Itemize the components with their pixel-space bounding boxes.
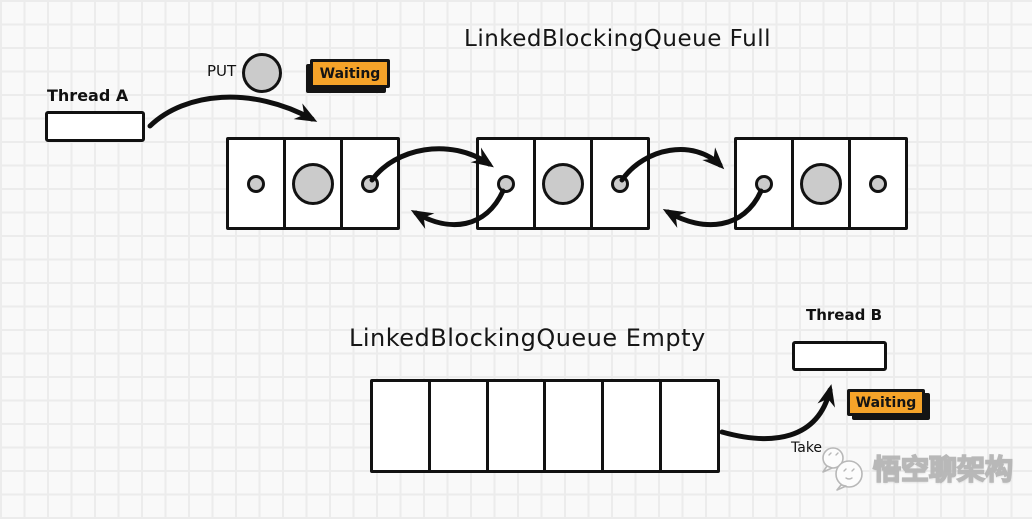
- put-arrow: [147, 94, 318, 129]
- prev-pointer-dot: [755, 174, 773, 193]
- waiting-badge-top-label: Waiting: [319, 65, 381, 82]
- node3-element-cell: [794, 140, 851, 227]
- element-circle: [542, 162, 584, 205]
- empty-slot-5: [604, 382, 663, 470]
- watermark: 悟空聊架构: [818, 445, 1014, 491]
- waiting-badge-bottom-label: Waiting: [855, 394, 917, 411]
- prev-pointer-dot: [247, 174, 265, 193]
- node2-element-cell: [536, 140, 593, 227]
- thread-b-box: [792, 341, 887, 371]
- take-arrow: [719, 384, 836, 442]
- node3-prev-cell: [737, 140, 794, 227]
- take-label: Take: [791, 440, 823, 456]
- element-circle: [292, 162, 334, 205]
- queue-node-2: [476, 137, 650, 230]
- wechat-chat-bubbles-icon: [822, 447, 863, 491]
- watermark-text: 悟空聊架构: [872, 452, 1014, 487]
- title-empty: LinkedBlockingQueue Empty: [349, 324, 706, 352]
- empty-slot-1: [373, 382, 431, 470]
- node3-next-cell: [851, 140, 905, 227]
- empty-queue: [370, 379, 720, 473]
- empty-slot-4: [546, 382, 605, 470]
- waiting-badge-bottom: Waiting: [847, 389, 925, 416]
- element-circle: [800, 162, 842, 205]
- put-element-circle: [242, 53, 282, 93]
- empty-slot-6: [662, 382, 717, 470]
- node2-prev-cell: [479, 140, 536, 227]
- title-full: LinkedBlockingQueue Full: [464, 26, 772, 52]
- next-pointer-dot: [611, 174, 629, 193]
- node1-prev-cell: [229, 140, 286, 227]
- node1-next-cell: [343, 140, 397, 227]
- thread-a-box: [45, 111, 145, 142]
- next-pointer-dot: [361, 174, 379, 193]
- waiting-badge-top: Waiting: [310, 59, 390, 88]
- queue-node-1: [226, 137, 400, 230]
- queue-node-3: [734, 137, 908, 230]
- node2-next-cell: [593, 140, 647, 227]
- prev-pointer-dot: [497, 174, 515, 193]
- next-pointer-dot: [869, 174, 887, 193]
- empty-slot-3: [489, 382, 547, 470]
- node1-element-cell: [286, 140, 343, 227]
- thread-a-label: Thread A: [47, 86, 129, 105]
- thread-b-label: Thread B: [806, 306, 882, 324]
- empty-slot-2: [431, 382, 489, 470]
- put-label: PUT: [207, 62, 237, 80]
